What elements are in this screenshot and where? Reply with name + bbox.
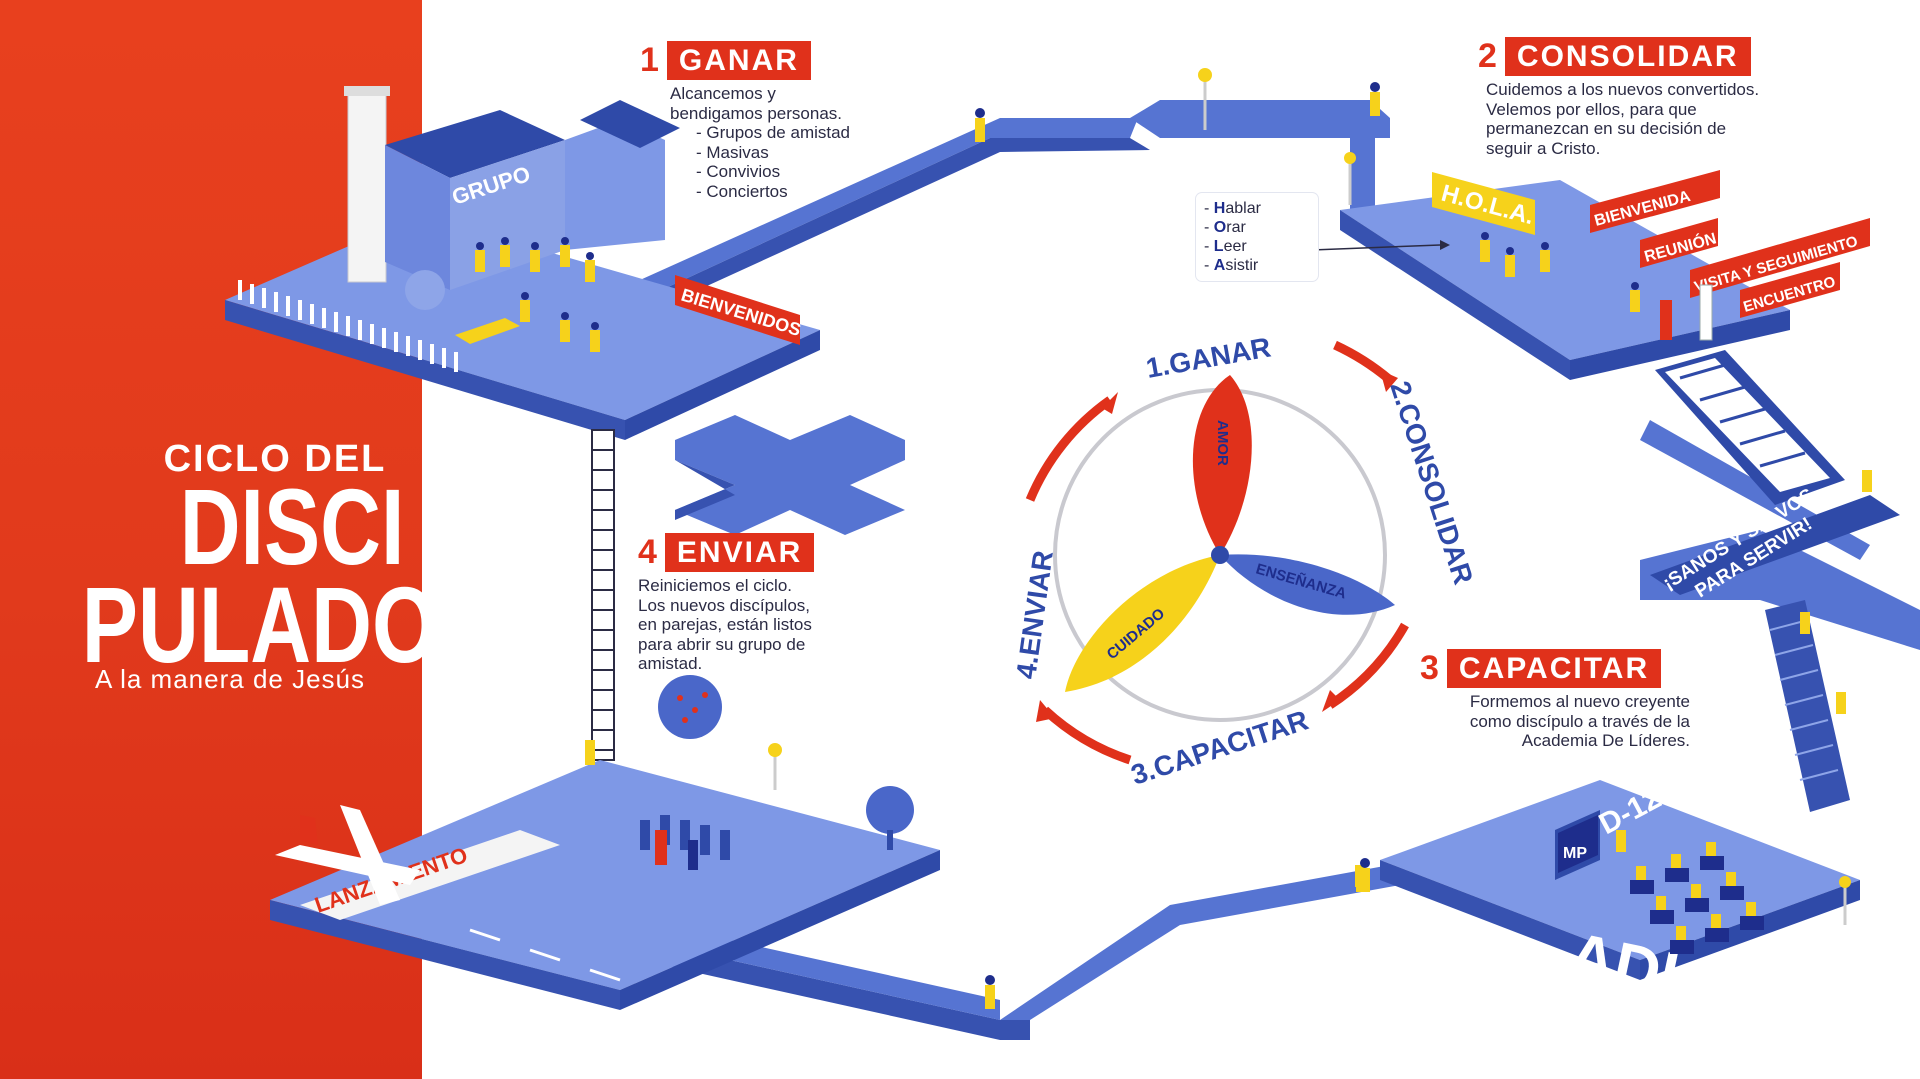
step-consolidar-header: 2 CONSOLIDAR [1478,36,1759,76]
step-ganar-number: 1 [640,40,659,79]
lamp-posts [768,68,1851,925]
petal-ensenanza [1220,554,1395,615]
walkers [975,82,1380,1009]
step-enviar-line: en parejas, están listos [638,615,812,634]
step-enviar: 4 ENVIAR Reiniciemos el ciclo. Los nuevo… [638,532,815,674]
cycle-label-capacitar: 3.CAPACITAR [1127,704,1312,790]
step-capacitar-title: CAPACITAR [1446,648,1662,688]
step-enviar-line: para abrir su grupo de [638,634,806,654]
step-capacitar-line: Academia De Líderes. [1521,731,1690,750]
step-ganar-text: Alcancemos y bendigamos personas. - Grup… [640,84,850,201]
step-ganar-line: bendigamos personas. [670,103,843,123]
cycle-label-ganar: 1.GANAR [1144,331,1273,383]
petal-cuidado [1065,555,1220,692]
step-enviar-title: ENVIAR [664,532,815,572]
right-stairs: ¡SANOS Y SALVOS PARA SERVIR! [1640,470,1920,812]
step-enviar-line: amistad. [638,654,703,673]
habit-item: - Asistir [1204,257,1259,274]
step-capacitar-line: como discípulo a través de la [1469,711,1690,731]
step-capacitar-text: Formemos al nuevo creyente como discípul… [1370,692,1690,751]
floating-cross [675,415,905,535]
arrow-capacitar-enviar [1041,706,1132,765]
step-consolidar: 2 CONSOLIDAR Cuidemos a los nuevos conve… [1478,36,1759,158]
mp-screen: MP [1563,845,1587,862]
step-ganar: 1 GANAR Alcancemos y bendigamos personas… [640,40,850,201]
step-capacitar-line: Formemos al nuevo creyente [1469,692,1690,711]
step-ganar-bullet: - Grupos de amistad [696,123,851,142]
title-line-3: PULADO [81,564,438,685]
habits-pointer [1311,244,1441,251]
step-capacitar-header: 3 CAPACITAR [1420,648,1690,688]
step-consolidar-line: Cuidemos a los nuevos convertidos. [1486,80,1760,99]
capacitar-platform: MP D-12 ADL [1355,780,1860,1016]
step-ganar-bullet: - Convivios [696,162,781,181]
title-line-1: CICLO DEL [163,438,387,480]
step-enviar-header: 4 ENVIAR [638,532,815,572]
ganar-platform: GRUPO [225,86,820,761]
step-consolidar-number: 2 [1478,36,1497,75]
petal-label-amor: AMOR [1214,420,1231,466]
step-capacitar-number: 3 [1420,648,1439,687]
step-enviar-text: Reiniciemos el ciclo. Los nuevos discípu… [638,576,814,674]
habits-box: - Hablar - Orar - Leer - Asistir [1196,193,1318,281]
step-ganar-title: GANAR [666,40,811,80]
step-consolidar-line: seguir a Cristo. [1486,138,1601,158]
habit-item: - Orar [1204,219,1246,236]
step-capacitar: 3 CAPACITAR Formemos al nuevo creyente c… [1420,648,1690,751]
cycle-label-enviar: 4.ENVIAR [1010,549,1059,681]
cycle-label-consolidar: 2.CONSOLIDAR [1384,377,1479,588]
step-enviar-number: 4 [638,532,657,571]
step-consolidar-line: Velemos por ellos, para que [1486,99,1697,119]
habit-item: - Hablar [1204,200,1261,217]
step-enviar-line: Reiniciemos el ciclo. [638,576,792,595]
step-ganar-line: Alcancemos y [670,84,776,103]
habit-item: - Leer [1204,238,1247,255]
step-consolidar-text: Cuidemos a los nuevos convertidos. Velem… [1478,80,1759,158]
step-ganar-bullet: - Conciertos [696,181,788,201]
arrow-enviar-ganar [1025,396,1113,502]
step-consolidar-title: CONSOLIDAR [1504,36,1751,76]
title-subtitle: A la manera de Jesús [94,664,366,694]
step-ganar-bullet: - Masivas [696,142,769,162]
title-line-2: DISCI [179,466,405,587]
step-consolidar-line: permanezcan en su decisión de [1486,119,1727,138]
step-ganar-header: 1 GANAR [640,40,850,80]
consolidar-platform: H.O.L.A. BIENVENIDA REUNIÓN VISITA Y SEG… [1340,170,1870,505]
petal-amor [1192,375,1252,555]
step-enviar-line: Los nuevos discípulos, [638,595,810,615]
consolidar-signs: BIENVENIDA REUNIÓN VISITA Y SEGUIMIENTO … [1590,170,1870,318]
